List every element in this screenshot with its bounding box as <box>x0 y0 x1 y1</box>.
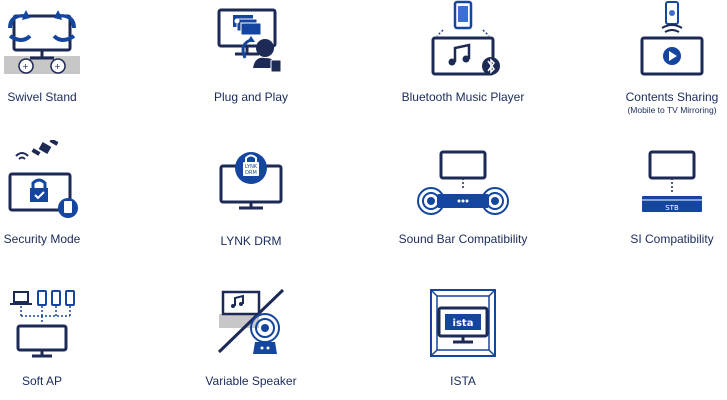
si-compatibility-icon: STB <box>642 150 702 212</box>
ista-icon: ista <box>430 289 496 357</box>
lynk-badge-line1: LYNK <box>245 164 258 170</box>
variable-speaker-label: Variable Speaker <box>205 374 297 388</box>
stb-badge: STB <box>665 204 679 212</box>
ista-badge: ista <box>453 318 474 329</box>
swivel-stand-label: Swivel Stand <box>7 90 77 104</box>
ista-label: ISTA <box>450 374 476 388</box>
security-mode-label: Security Mode <box>3 232 81 246</box>
lynk-drm-icon: LYNK DRM <box>219 152 283 210</box>
svg-text:+: + <box>54 62 61 71</box>
sound-bar-icon <box>417 150 509 215</box>
plug-and-play-label: Plug and Play <box>213 90 289 104</box>
variable-speaker-icon <box>217 288 285 354</box>
feature-sound-bar: Sound Bar Compatibility <box>373 148 553 246</box>
feature-lynk-drm: LYNK DRM LYNK DRM <box>161 148 341 248</box>
feature-swivel-stand: + + Swivel Stand <box>0 6 132 104</box>
feature-ista: ista ISTA <box>373 288 553 388</box>
lynk-badge-line2: DRM <box>245 170 257 176</box>
si-compatibility-label: SI Compatibility <box>630 232 714 246</box>
plug-and-play-icon <box>217 8 282 73</box>
swivel-stand-icon: + + <box>4 10 80 74</box>
feature-contents-sharing: Contents Sharing (Mobile to TV Mirroring… <box>582 0 727 115</box>
lynk-drm-label: LYNK DRM <box>220 234 282 248</box>
feature-bluetooth-music: Bluetooth Music Player <box>373 0 553 104</box>
svg-text:+: + <box>22 62 29 71</box>
feature-plug-and-play: Plug and Play <box>161 6 341 104</box>
contents-sharing-label: Contents Sharing <box>625 90 719 104</box>
feature-soft-ap: Soft AP <box>0 288 132 388</box>
contents-sharing-icon <box>640 1 704 76</box>
feature-si-compatibility: STB SI Compatibility <box>582 148 727 246</box>
feature-security-mode: Security Mode <box>0 140 132 246</box>
bluetooth-music-icon <box>431 0 500 76</box>
contents-sharing-sublabel: (Mobile to TV Mirroring) <box>627 105 717 115</box>
feature-variable-speaker: Variable Speaker <box>161 288 341 388</box>
security-mode-icon <box>8 140 78 218</box>
soft-ap-label: Soft AP <box>21 374 63 388</box>
sound-bar-label: Sound Bar Compatibility <box>398 232 528 246</box>
bluetooth-music-label: Bluetooth Music Player <box>401 90 525 104</box>
soft-ap-icon <box>10 290 75 358</box>
